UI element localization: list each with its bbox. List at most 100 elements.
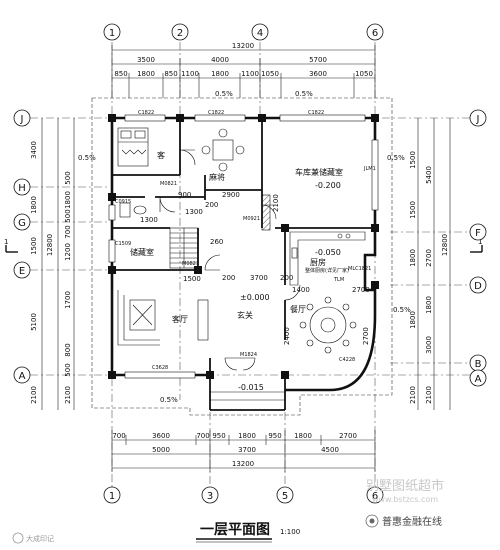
left-total-dimension: 12800 bbox=[46, 234, 54, 256]
axis-bubble-top-6: 6 bbox=[366, 23, 384, 41]
svg-text:5100: 5100 bbox=[30, 313, 38, 331]
axis-bubble-left-A: A bbox=[13, 366, 31, 384]
left-mid-dimensions: 3400 1800 1500 5100 2100 bbox=[30, 141, 38, 404]
svg-text:A: A bbox=[475, 374, 482, 385]
svg-text:1100: 1100 bbox=[181, 70, 199, 78]
svg-text:3600: 3600 bbox=[152, 432, 170, 440]
svg-text:500: 500 bbox=[64, 363, 72, 376]
svg-text:1800: 1800 bbox=[137, 70, 155, 78]
svg-text:TLM: TLM bbox=[333, 277, 344, 283]
room-label-dining: 餐厅 bbox=[290, 305, 306, 314]
drawing-title: 一层平面图 bbox=[200, 522, 270, 538]
svg-text:B: B bbox=[475, 359, 482, 370]
svg-text:6: 6 bbox=[372, 491, 378, 502]
svg-text:2400: 2400 bbox=[283, 327, 291, 345]
svg-text:1: 1 bbox=[109, 491, 115, 502]
structural-columns bbox=[108, 114, 379, 379]
bathroom-fixtures bbox=[119, 202, 147, 218]
staircase bbox=[169, 227, 199, 269]
drawing-scale: 1:100 bbox=[280, 528, 300, 536]
bottom-dimension-lines bbox=[111, 430, 376, 472]
svg-text:3600: 3600 bbox=[309, 70, 327, 78]
svg-text:2100: 2100 bbox=[64, 386, 72, 404]
entry-steps bbox=[209, 380, 285, 410]
svg-text:2700: 2700 bbox=[425, 249, 433, 267]
svg-text:2700: 2700 bbox=[352, 286, 370, 294]
svg-text:1200: 1200 bbox=[64, 243, 72, 261]
svg-text:950: 950 bbox=[268, 432, 281, 440]
svg-text:1800: 1800 bbox=[30, 196, 38, 214]
svg-text:2100: 2100 bbox=[425, 386, 433, 404]
svg-text:500: 500 bbox=[64, 171, 72, 184]
svg-text:1800: 1800 bbox=[409, 249, 417, 267]
brand-logo-icon bbox=[365, 514, 379, 528]
axis-bubble-left-H: H bbox=[13, 178, 31, 196]
svg-text:J: J bbox=[476, 114, 480, 125]
room-label-garage: 车库兼储藏室 bbox=[295, 167, 343, 177]
svg-text:2700: 2700 bbox=[362, 327, 370, 345]
svg-text:2: 2 bbox=[177, 28, 183, 39]
svg-text:1: 1 bbox=[109, 28, 115, 39]
svg-text:1300: 1300 bbox=[185, 208, 203, 216]
slope-bottom: 0.5% bbox=[160, 396, 178, 404]
axis-bubble-top-2: 2 bbox=[171, 23, 189, 41]
slope-top-right: 0.5% bbox=[295, 90, 313, 98]
elevation-kitchen: -0.050 bbox=[315, 248, 341, 257]
svg-text:1800: 1800 bbox=[238, 432, 256, 440]
svg-text:6: 6 bbox=[372, 28, 378, 39]
svg-text:C1822: C1822 bbox=[138, 110, 154, 116]
svg-text:M0921: M0921 bbox=[243, 216, 260, 222]
svg-text:260: 260 bbox=[210, 238, 223, 246]
svg-text:3: 3 bbox=[207, 491, 213, 502]
svg-text:900: 900 bbox=[178, 191, 191, 199]
svg-text:1500: 1500 bbox=[30, 237, 38, 255]
windows bbox=[108, 114, 379, 379]
svg-text:G: G bbox=[18, 218, 26, 229]
bottom-mid-dim-3: 4500 bbox=[321, 446, 339, 454]
svg-text:2100: 2100 bbox=[409, 386, 417, 404]
watermark-site-cn: 别墅图纸超市 bbox=[366, 478, 444, 494]
elevation-entry: -0.015 bbox=[238, 383, 264, 392]
svg-text:950: 950 bbox=[212, 432, 225, 440]
slope-right: 0.5% bbox=[387, 154, 405, 162]
slope-left: 0.5% bbox=[78, 154, 96, 162]
bottom-detail-dimensions: 700 3600 700 950 1800 950 1800 2700 bbox=[112, 432, 357, 440]
axis-grid-lines bbox=[30, 42, 470, 490]
kitchen-counter bbox=[289, 231, 366, 286]
svg-text:200: 200 bbox=[280, 274, 293, 282]
svg-text:M0821: M0821 bbox=[182, 261, 199, 267]
svg-text:200: 200 bbox=[222, 274, 235, 282]
axis-bubble-left-G: G bbox=[13, 213, 31, 231]
opening-codes: C1822 C1822 C1822 M0821 M0821 M0921 C091… bbox=[115, 110, 376, 371]
svg-text:200: 200 bbox=[205, 201, 218, 209]
axis-bubble-bottom-6: 6 bbox=[366, 486, 384, 504]
room-label-kitchen: 厨房 bbox=[310, 257, 326, 267]
svg-text:C0915: C0915 bbox=[115, 199, 131, 205]
svg-text:5: 5 bbox=[282, 491, 288, 502]
svg-text:700: 700 bbox=[64, 225, 72, 238]
room-label-storage: 储藏室 bbox=[130, 247, 154, 257]
axis-bubble-right-A: A bbox=[469, 369, 487, 387]
svg-text:C3628: C3628 bbox=[152, 365, 168, 371]
elevation-garage: -0.200 bbox=[315, 181, 341, 190]
top-total-dimension: 13200 bbox=[232, 42, 254, 50]
watermark-site-url: www.bstzcs.com bbox=[372, 495, 438, 504]
svg-text:D: D bbox=[474, 281, 482, 292]
axis-bubble-left-J: J bbox=[13, 109, 31, 127]
svg-text:1400: 1400 bbox=[292, 286, 310, 294]
svg-text:1800: 1800 bbox=[294, 432, 312, 440]
svg-text:C1822: C1822 bbox=[308, 110, 324, 116]
round-dining-table bbox=[299, 296, 357, 354]
svg-text:850: 850 bbox=[114, 70, 127, 78]
left-mark-text: 大成印记 bbox=[26, 534, 54, 543]
top-mid-dim-3: 5700 bbox=[309, 56, 327, 64]
right-detail-dimensions: 1500 1500 1800 1800 2100 bbox=[409, 151, 417, 404]
right-dimension-lines bbox=[417, 118, 451, 410]
apron-outline bbox=[91, 97, 393, 416]
kitchen-note: 整体厨房(详见厂家) bbox=[305, 267, 349, 274]
top-mid-dim-2: 4000 bbox=[211, 56, 229, 64]
section-mark-right: 1 bbox=[478, 238, 482, 246]
svg-text:1050: 1050 bbox=[355, 70, 373, 78]
right-total-dimension: 12800 bbox=[441, 234, 449, 256]
svg-text:1500: 1500 bbox=[409, 201, 417, 219]
